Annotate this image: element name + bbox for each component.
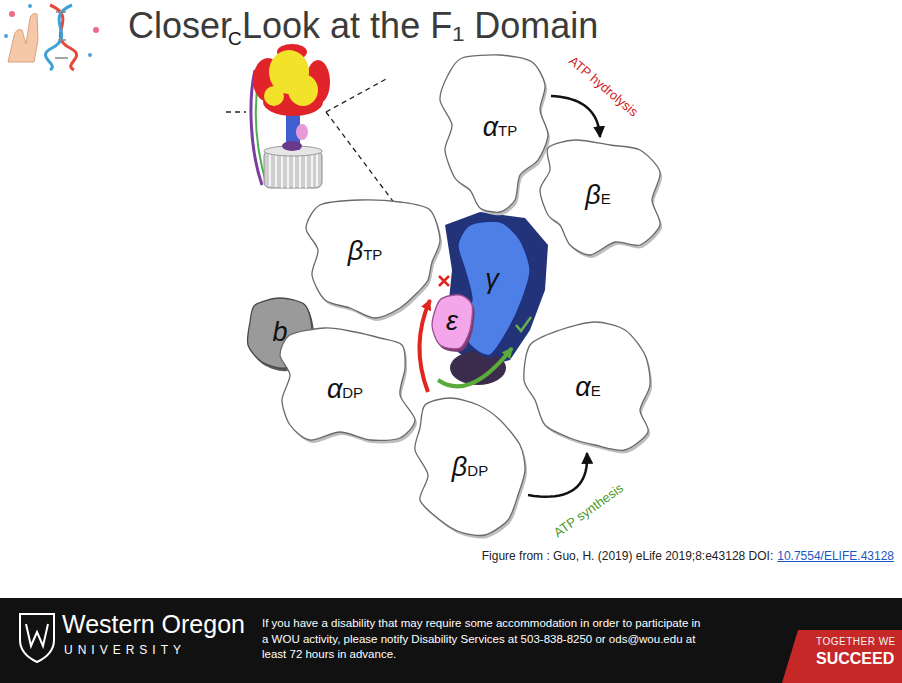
decor-dot [88,53,92,57]
epsilon-part [296,124,308,140]
subunit-label: βE [585,181,610,211]
zoom-line [226,78,398,208]
surface-outline [415,398,525,535]
subunit-label: αE [575,373,600,403]
subunit-label: αDP [327,375,363,405]
slide-title: Closer Look at the F₁ Domain [128,6,598,46]
university-shield [20,614,54,662]
panel-letter: C [228,28,242,50]
blocked-rotation-arrow [419,300,430,392]
decor-dot [93,27,99,33]
slogan: TOGETHER WE [816,636,896,647]
surface-outline [540,140,660,255]
subunit-label: ε [446,307,458,337]
allowed-rotation-arrow [438,348,512,386]
c-ring-stripes [270,152,317,188]
decor-dot [9,11,15,17]
beta-tp-subunit: βTP [303,197,443,321]
subunit-label: βTP [348,237,383,267]
surface-outline [432,295,472,349]
subunit-label: γ [485,265,499,295]
alpha-e-subunit: αE [521,319,653,453]
alpha-tp-subunit: αTP [437,52,551,215]
head-lobe [288,74,318,106]
surface-outline [524,322,650,450]
alpha-dp-subunit: αDP [277,325,418,443]
slogan-banner [782,630,902,683]
surface-outline [306,200,440,318]
shield-mark [26,624,48,646]
subunit-label: αTP [483,113,518,143]
footer-bar [0,598,902,683]
dna-rung [55,12,68,58]
subunit-surface [277,325,418,443]
reaction-label: ATP synthesis [551,481,626,541]
dna-strand [50,5,77,70]
decor-dot [28,4,32,8]
figure-citation: Figure from : Guo, H. (2019) eLife 2019;… [482,549,774,563]
beta-dp-subunit: βDP [412,395,528,538]
doi-link: 10.7554/ELIFE.43128 [777,549,894,563]
synthesis-arrow [528,453,587,497]
surface-outline [280,328,415,440]
check-mark [516,317,531,331]
university-name: Western Oregon [62,610,245,639]
university-word: UNIVERSITY [64,643,186,657]
surface-outline [440,55,548,212]
cross-mark [439,276,449,286]
decor-dot [4,34,8,38]
stalk-base [282,141,302,151]
subunit-label: βDP [452,453,488,483]
dna-strand [45,5,72,70]
slogan: SUCCEED [816,650,894,668]
hand-icon [8,14,38,63]
beta-e-subunit: βE [537,137,663,258]
reaction-label: ATP hydrolysis [566,54,641,120]
accessibility-notice: If you have a disability that may requir… [262,616,702,663]
head-lobe [264,86,284,106]
epsilon-subunit: ε [429,292,475,351]
hydrolysis-arrow [551,96,600,137]
citation-line: Figure from : Guo, H. (2019) eLife 2019;… [482,549,894,563]
